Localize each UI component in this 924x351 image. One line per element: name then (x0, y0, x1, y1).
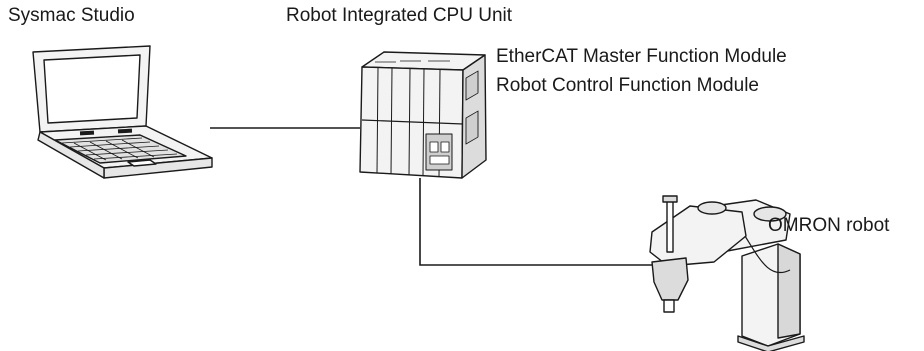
robot-control-module-label: Robot Control Function Module (496, 75, 759, 96)
cpu-unit-icon (359, 51, 487, 179)
ethercat-module-label: EtherCAT Master Function Module (496, 46, 787, 67)
scara-robot-icon (649, 195, 805, 351)
function-modules-label: EtherCAT Master Function Module Robot Co… (496, 46, 787, 104)
laptop-icon (32, 45, 213, 179)
cable-cpu-to-robot (419, 178, 660, 266)
cpu-unit-label: Robot Integrated CPU Unit (286, 5, 513, 26)
sysmac-studio-label: Sysmac Studio (8, 5, 135, 26)
omron-robot-label: OMRON robot (768, 215, 890, 236)
